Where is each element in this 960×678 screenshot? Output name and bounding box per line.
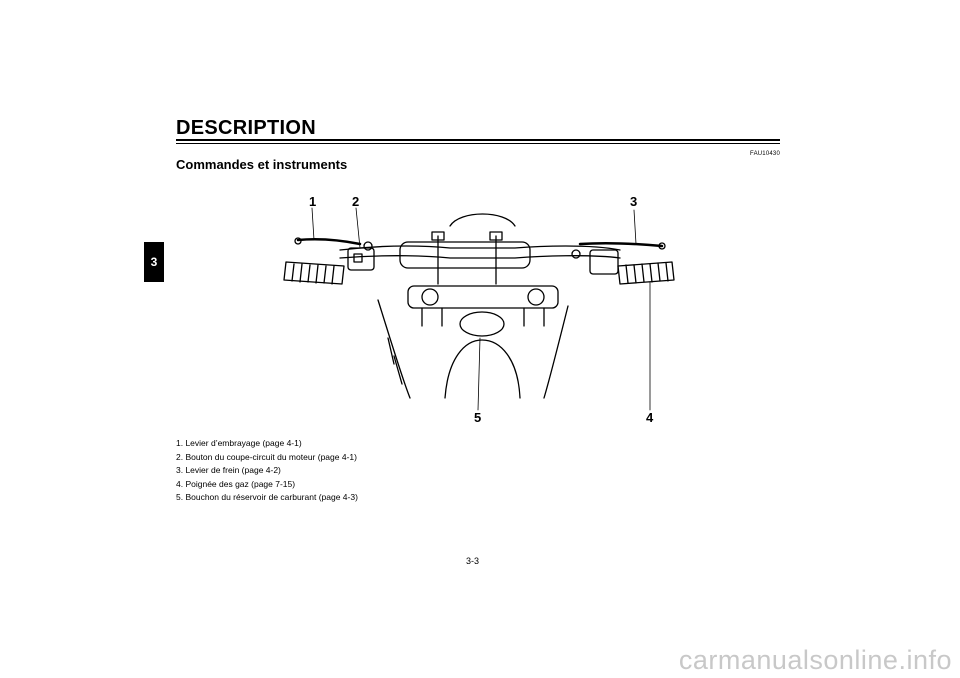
legend-item: 4. Poignée des gaz (page 7-15) bbox=[176, 478, 296, 489]
legend-item: 2. Bouton du coupe-circuit du moteur (pa… bbox=[176, 451, 357, 462]
callout-5: 5 bbox=[474, 410, 482, 425]
section-tab: 3 bbox=[144, 242, 164, 282]
chapter-title: DESCRIPTION bbox=[176, 117, 316, 139]
legend-item: 1. Levier d’embrayage (page 4-1) bbox=[176, 438, 302, 448]
handlebar-illustration: 1 2 3 4 5 bbox=[270, 188, 680, 428]
header-rule-thin bbox=[176, 143, 780, 144]
figure-legend: 1. Levier d’embrayage (page 4-1) 2. Bout… bbox=[176, 437, 358, 505]
legend-item: 5. Bouchon du réservoir de carburant (pa… bbox=[176, 492, 358, 503]
callout-3: 3 bbox=[630, 194, 638, 209]
callout-2: 2 bbox=[352, 194, 360, 209]
legend-item: 3. Levier de frein (page 4-2) bbox=[176, 465, 281, 476]
watermark: carmanualsonline.info bbox=[678, 645, 952, 675]
section-title: Commandes et instruments bbox=[176, 157, 348, 172]
callout-4: 4 bbox=[646, 410, 654, 425]
callout-1: 1 bbox=[309, 194, 317, 209]
handlebar-drawing bbox=[283, 207, 675, 411]
header-rule-thick bbox=[176, 139, 780, 141]
reference-code: FAU10430 bbox=[750, 151, 780, 157]
page-number: 3-3 bbox=[466, 556, 480, 566]
